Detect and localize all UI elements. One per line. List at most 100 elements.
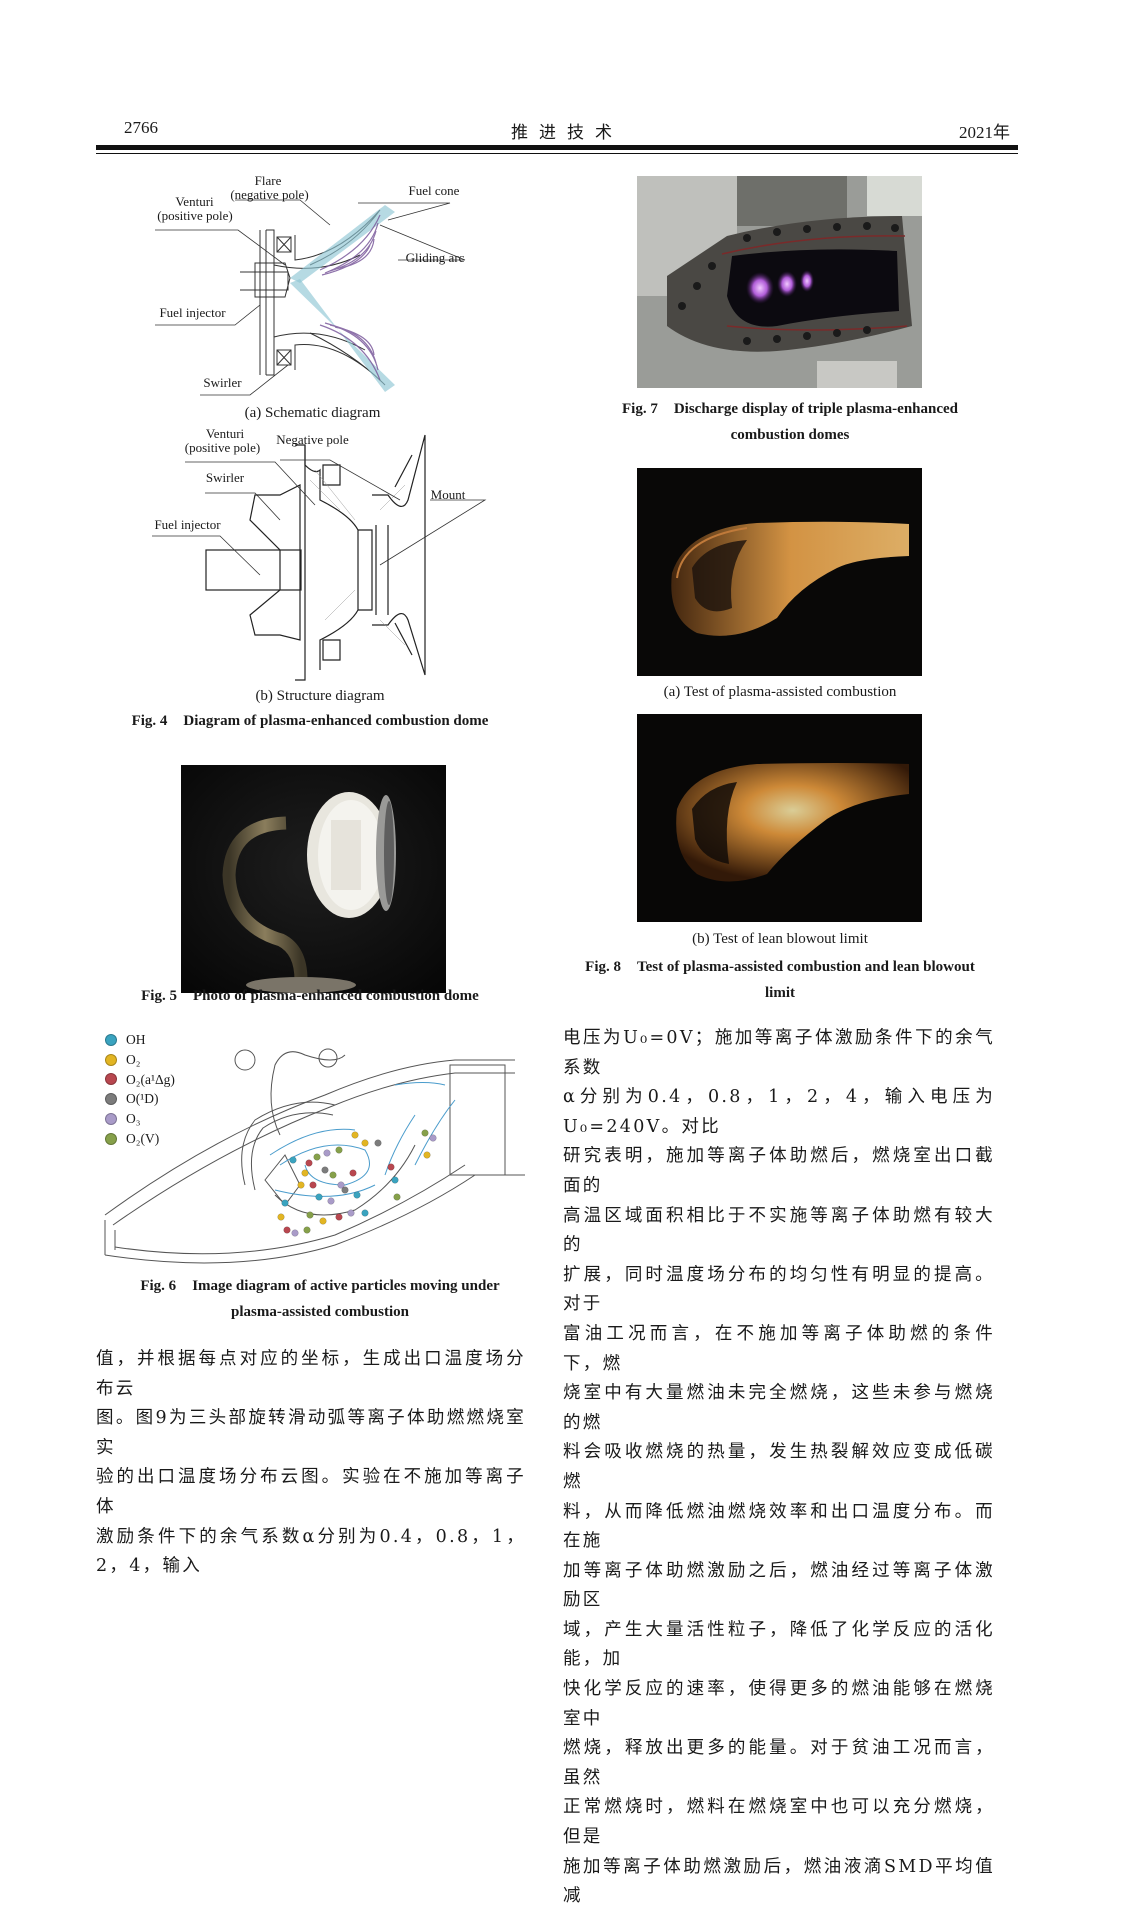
fig7-caption-number: Fig. 7 [621, 401, 658, 417]
text-line: 加等离子体助燃激励之后，燃油经过等离子体激励区 [563, 1560, 995, 1611]
text-line: 激励条件下的余气系数α分别为0.4，0.8，1，2，4，输入 [96, 1526, 526, 1577]
label-swirler: Swirler [203, 375, 242, 390]
page-number: 2766 [124, 118, 158, 137]
particle-dot [291, 1229, 299, 1237]
text-line: 正常燃烧时，燃料在燃烧室中也可以充分燃烧，但是 [563, 1797, 995, 1848]
fig4-caption: Fig. 4 Diagram of plasma-enhanced combust… [100, 708, 520, 734]
header-rule-thick [96, 145, 1018, 150]
fig7-caption-line2: combustion domes [730, 427, 850, 443]
fig5-caption-number: Fig. 5 [141, 988, 177, 1004]
particle-dot [281, 1199, 289, 1207]
fig6-caption-line1: Image diagram of active particles moving… [192, 1278, 500, 1294]
fig4-caption-number: Fig. 4 [131, 713, 168, 729]
fig6-legend: OH O₂ O₂(a¹Δg) O(¹D) O₃ O₂(V) [105, 1030, 175, 1149]
legend-item-o2: O₂ [105, 1050, 175, 1070]
text-line: 快化学反应的速率，使得更多的燃油能够在燃烧室中 [563, 1679, 995, 1729]
label-fuel-injector: Fuel injector [159, 305, 226, 320]
fig4b-structure-diagram: Venturi (positive pole) Negative pole Sw… [140, 425, 500, 685]
label-gliding-arc: Gliding arc [405, 250, 465, 265]
fig8b-flame-photo-illustration [637, 714, 922, 922]
particle-dot [361, 1209, 369, 1217]
legend-item-o3: O₃ [105, 1109, 175, 1129]
particle-dot [313, 1153, 321, 1161]
fig8b-photo [637, 714, 922, 922]
particle-dot [374, 1139, 382, 1147]
fig8a-photo [637, 468, 922, 676]
particle-dot [301, 1169, 309, 1177]
fig6-particles [277, 1129, 437, 1237]
particle-dot [353, 1191, 361, 1199]
particle-dot [321, 1166, 329, 1174]
particle-dot [335, 1146, 343, 1154]
text-line: α分别为0.4，0.8，1，2，4，输入电压为U₀=240V。对比 [563, 1087, 995, 1137]
fig7-photo [637, 176, 922, 388]
fig8a-flame-photo-illustration [637, 468, 922, 676]
journal-year: 2021年 [959, 123, 1010, 142]
particle-dot [429, 1134, 437, 1142]
label-flare-note: (negative pole) [230, 187, 309, 202]
text-line: 富油工况而言，在不施加等离子体助燃的条件下，燃 [563, 1323, 995, 1374]
fig8b-subcaption: (b) Test of lean blowout limit [692, 931, 868, 947]
label-negative-pole: Negative pole [276, 432, 349, 447]
particle-dot [277, 1213, 285, 1221]
particle-dot [351, 1131, 359, 1139]
fig6-combustor-drawing [104, 1048, 525, 1264]
particle-dot [341, 1186, 349, 1194]
particle-dot [283, 1226, 291, 1234]
fig8a-subcaption: (a) Test of plasma-assisted combustion [663, 684, 897, 700]
legend-dot-o2 [105, 1053, 117, 1066]
label-flare: Flare [254, 173, 282, 188]
particle-dot [323, 1149, 331, 1157]
fig8-caption-number: Fig. 8 [585, 959, 621, 975]
particle-dot [303, 1226, 311, 1234]
legend-item-o2-singlet: O₂(a¹Δg) [105, 1070, 175, 1090]
fig5-caption-text: Photo of plasma-enhanced combustion dome [192, 988, 479, 1004]
particle-dot [423, 1151, 431, 1159]
legend-item-o2v: O₂(V) [105, 1129, 175, 1149]
fig4a-schematic-diagram: Flare (negative pole) Venturi (positive … [140, 165, 480, 400]
particle-dot [315, 1193, 323, 1201]
particle-dot [391, 1176, 399, 1184]
particle-dot [305, 1159, 313, 1167]
legend-dot-o2-singlet [105, 1073, 117, 1086]
label-fuel-injector-b: Fuel injector [154, 517, 221, 532]
fig6-caption-number: Fig. 6 [140, 1278, 177, 1294]
text-line: 值，并根据每点对应的坐标，生成出口温度场分布云 [96, 1349, 526, 1399]
particle-dot [306, 1211, 314, 1219]
text-line: 料，从而降低燃油燃烧效率和出口温度分布。而在施 [563, 1501, 995, 1552]
particle-dot [335, 1213, 343, 1221]
particle-dot [361, 1139, 369, 1147]
fig4-caption-text: Diagram of plasma-enhanced combustion do… [183, 713, 489, 729]
particle-dot [393, 1193, 401, 1201]
fig6-caption: Fig. 6 Image diagram of active particles … [95, 1273, 545, 1325]
label-mount: Mount [430, 487, 466, 502]
fig8-caption: Fig. 8 Test of plasma-assisted combustion… [560, 954, 1000, 1006]
particle-dot [309, 1181, 317, 1189]
text-line: 研究表明，施加等离子体助燃后，燃烧室出口截面的 [563, 1146, 995, 1196]
right-column-text: 电压为U₀=0V；施加等离子体激励条件下的余气系数 α分别为0.4，0.8，1，… [563, 1024, 995, 1912]
legend-dot-o3 [105, 1113, 117, 1126]
fig8-caption-line1: Test of plasma-assisted combustion and l… [637, 959, 975, 975]
text-line: 电压为U₀=0V；施加等离子体激励条件下的余气系数 [563, 1028, 995, 1078]
fig4b-drawing [152, 434, 487, 681]
legend-dot-oh [105, 1033, 117, 1046]
fig6-diagram [95, 1025, 535, 1270]
label-venturi-b: Venturi [205, 426, 245, 441]
text-line: 烧室中有大量燃油未完全燃烧，这些未参与燃烧的燃 [563, 1383, 995, 1433]
text-line: 图。图9为三头部旋转滑动弧等离子体助燃燃烧室实 [96, 1408, 526, 1458]
fig5-dome-photo-illustration [181, 765, 446, 993]
label-venturi-note-b: (positive pole) [184, 440, 261, 455]
particle-dot [319, 1217, 327, 1225]
text-line: 高温区域面积相比于不实施等离子体助燃有较大的 [563, 1205, 995, 1256]
legend-item-o1d: O(¹D) [105, 1089, 175, 1109]
fig8-caption-line2: limit [765, 985, 795, 1001]
particle-dot [349, 1169, 357, 1177]
legend-item-oh: OH [105, 1030, 175, 1050]
particle-dot [329, 1171, 337, 1179]
fig6-caption-line2: plasma-assisted combustion [231, 1304, 409, 1320]
particle-dot [387, 1163, 395, 1171]
legend-dot-o2v [105, 1132, 117, 1145]
text-line: 施加等离子体助燃激励后，燃油液滴SMD平均值减 [563, 1856, 995, 1907]
fig5-caption: Fig. 5 Photo of plasma-enhanced combustio… [110, 983, 510, 1009]
text-line: 验的出口温度场分布云图。实验在不施加等离子体 [96, 1467, 526, 1517]
